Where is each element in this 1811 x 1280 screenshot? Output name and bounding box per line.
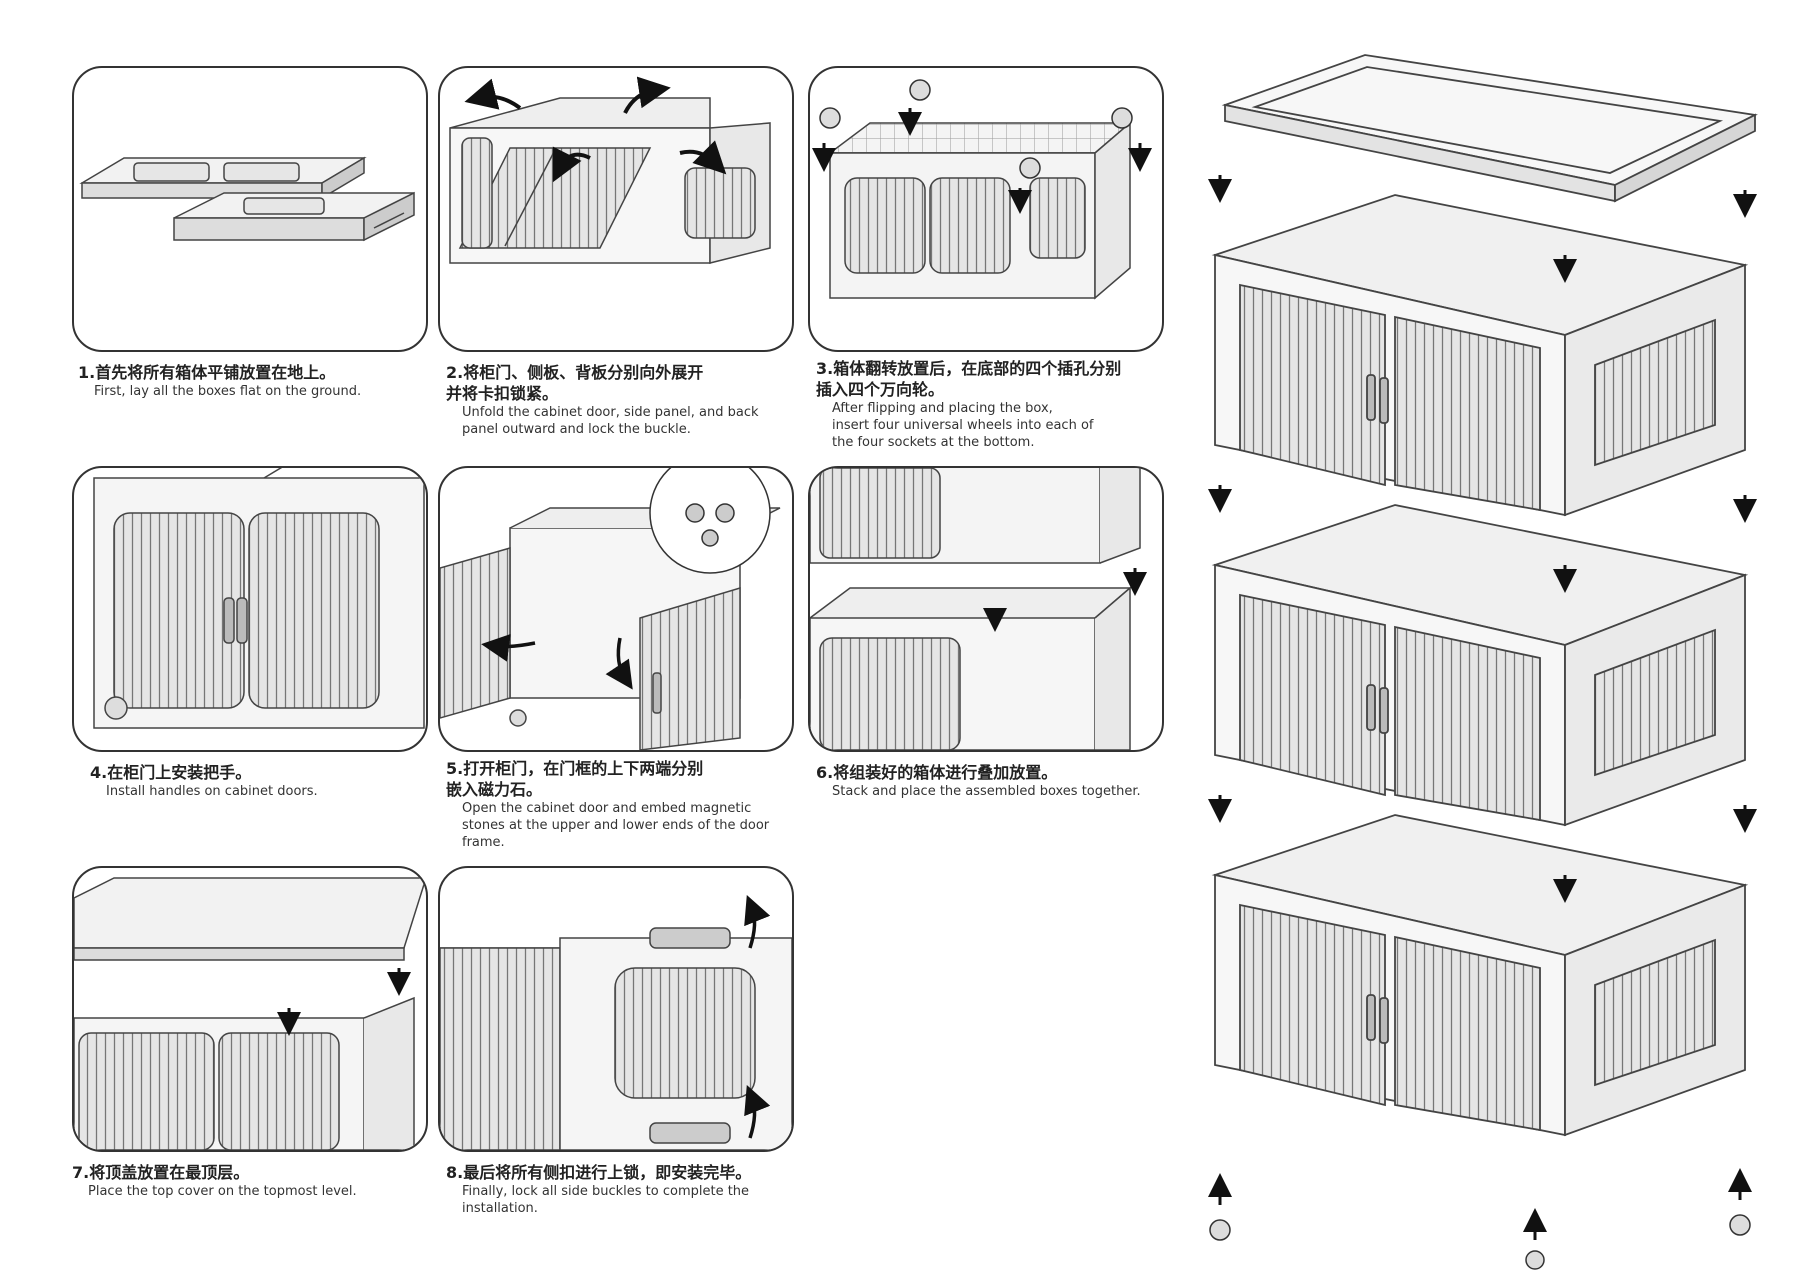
wheel-icons [819,79,1133,179]
cabinet-door-drawing [93,468,425,729]
locking-buckles-drawing [440,927,792,1150]
step1-illustration [72,66,428,352]
stack-box-3 [1211,814,1749,1137]
step3-illustration [808,66,1164,352]
step5-title: 5.打开柜门，在门框的上下两端分别 嵌入磁力石。 [446,759,704,799]
step7-description: Place the top cover on the topmost level… [88,1184,357,1199]
exploded-assembly-illustration [1195,45,1775,1270]
step4-caption: 4.在柜门上安装把手。 Install handles on cabinet d… [90,762,318,800]
step2-description: Unfold the cabinet door, side panel, and… [462,405,759,437]
step8-caption: 8.最后将所有侧扣进行上锁，即安装完毕。 Finally, lock all s… [446,1162,751,1217]
unfold-arrows [464,76,727,183]
step5-illustration [438,466,794,752]
step3-description: After flipping and placing the box, inse… [832,401,1094,450]
step5-description: Open the cabinet door and embed magnetic… [462,801,770,850]
open-arrows [481,633,633,690]
step7-caption: 7.将顶盖放置在最顶层。 Place the top cover on the … [72,1162,357,1200]
step8-illustration [438,866,794,1152]
step4-description: Install handles on cabinet doors. [106,784,318,799]
step2-illustration [438,66,794,352]
step1-caption: 1.首先将所有箱体平铺放置在地上。 First, lay all the box… [78,362,361,400]
step1-description: First, lay all the boxes flat on the gro… [94,384,362,399]
step8-title: 8.最后将所有侧扣进行上锁，即安装完毕。 [446,1163,752,1182]
flat-boxes-drawing [79,156,415,242]
step2-caption: 2.将柜门、侧板、背板分别向外展开 并将卡扣锁紧。 Unfold the cab… [446,362,759,438]
step6-description: Stack and place the assembled boxes toge… [832,784,1141,799]
lock-arrows [744,894,771,1139]
stack-arrows [983,568,1147,632]
step5-caption: 5.打开柜门，在门框的上下两端分别 嵌入磁力石。 Open the cabine… [446,758,769,851]
stack-box-2 [1211,504,1749,827]
step6-caption: 6.将组装好的箱体进行叠加放置。 Stack and place the ass… [816,762,1141,800]
flipped-box-drawing [827,121,1133,300]
step4-title: 4.在柜门上安装把手。 [90,763,252,782]
step4-illustration [72,466,428,752]
assembly-arrows [1208,175,1757,1240]
unfolding-box-drawing [449,97,771,264]
step6-illustration [808,466,1164,752]
stack-box-1 [1211,194,1749,517]
top-cover [1221,54,1758,203]
step1-title: 1.首先将所有箱体平铺放置在地上。 [78,363,336,382]
stacking-boxes-drawing [810,468,1141,750]
step3-caption: 3.箱体翻转放置后，在底部的四个插孔分别 插入四个万向轮。 After flip… [816,358,1121,451]
step6-title: 6.将组装好的箱体进行叠加放置。 [816,763,1058,782]
insert-arrows [812,108,1152,214]
step2-title: 2.将柜门、侧板、背板分别向外展开 并将卡扣锁紧。 [446,363,704,403]
step8-description: Finally, lock all side buckles to comple… [462,1184,750,1216]
step7-illustration [72,866,428,1152]
step7-title: 7.将顶盖放置在最顶层。 [72,1163,250,1182]
step3-title: 3.箱体翻转放置后，在底部的四个插孔分别 插入四个万向轮。 [816,359,1122,399]
magnet-detail-callout [649,468,771,574]
top-cover-drawing [74,877,426,1150]
caster-wheels [1209,1214,1751,1270]
cover-arrows [277,968,411,1036]
